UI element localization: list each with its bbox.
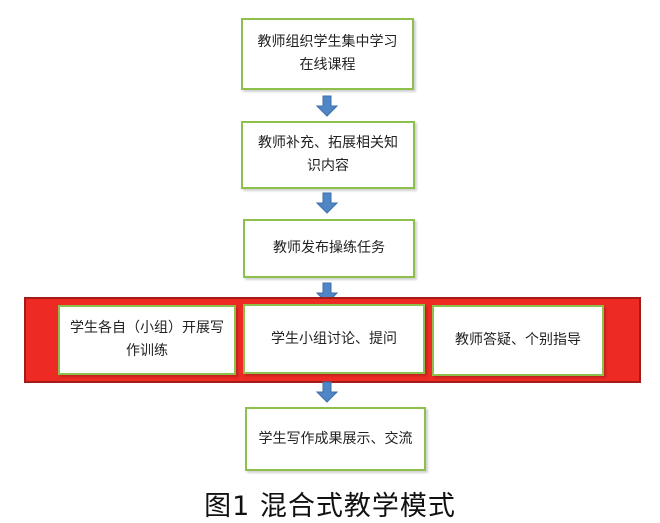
parallel-1-line-2: 作训练 xyxy=(126,343,168,359)
step-2-line-1: 教师补充、拓展相关知 xyxy=(258,135,398,151)
down-arrow-icon xyxy=(316,192,338,214)
final-step-line-1: 学生写作成果展示、交流 xyxy=(258,430,413,447)
figure-caption: 图1 混合式教学模式 xyxy=(204,491,456,522)
step-3-line-1: 教师发布操练任务 xyxy=(273,240,385,256)
step-box-2: 教师补充、拓展相关知 识内容 xyxy=(241,121,415,189)
parallel-1-line-1: 学生各自（小组）开展写 xyxy=(70,320,224,336)
step-2-line-2: 识内容 xyxy=(307,158,349,174)
step-box-3: 教师发布操练任务 xyxy=(243,219,415,278)
parallel-box-1: 学生各自（小组）开展写 作训练 xyxy=(58,305,236,375)
step-1-line-2: 在线课程 xyxy=(299,57,356,73)
down-arrow-icon xyxy=(316,381,338,403)
parallel-2-line-1: 学生小组讨论、提问 xyxy=(271,330,397,347)
parallel-3-line-1: 教师答疑、个别指导 xyxy=(455,332,581,348)
final-step-box: 学生写作成果展示、交流 xyxy=(245,407,426,471)
step-1-line-1: 教师组织学生集中学习 xyxy=(257,34,398,50)
parallel-box-2: 学生小组讨论、提问 xyxy=(243,304,425,374)
step-box-1: 教师组织学生集中学习 在线课程 xyxy=(241,18,414,90)
parallel-box-3: 教师答疑、个别指导 xyxy=(432,305,604,376)
down-arrow-icon xyxy=(316,95,338,117)
